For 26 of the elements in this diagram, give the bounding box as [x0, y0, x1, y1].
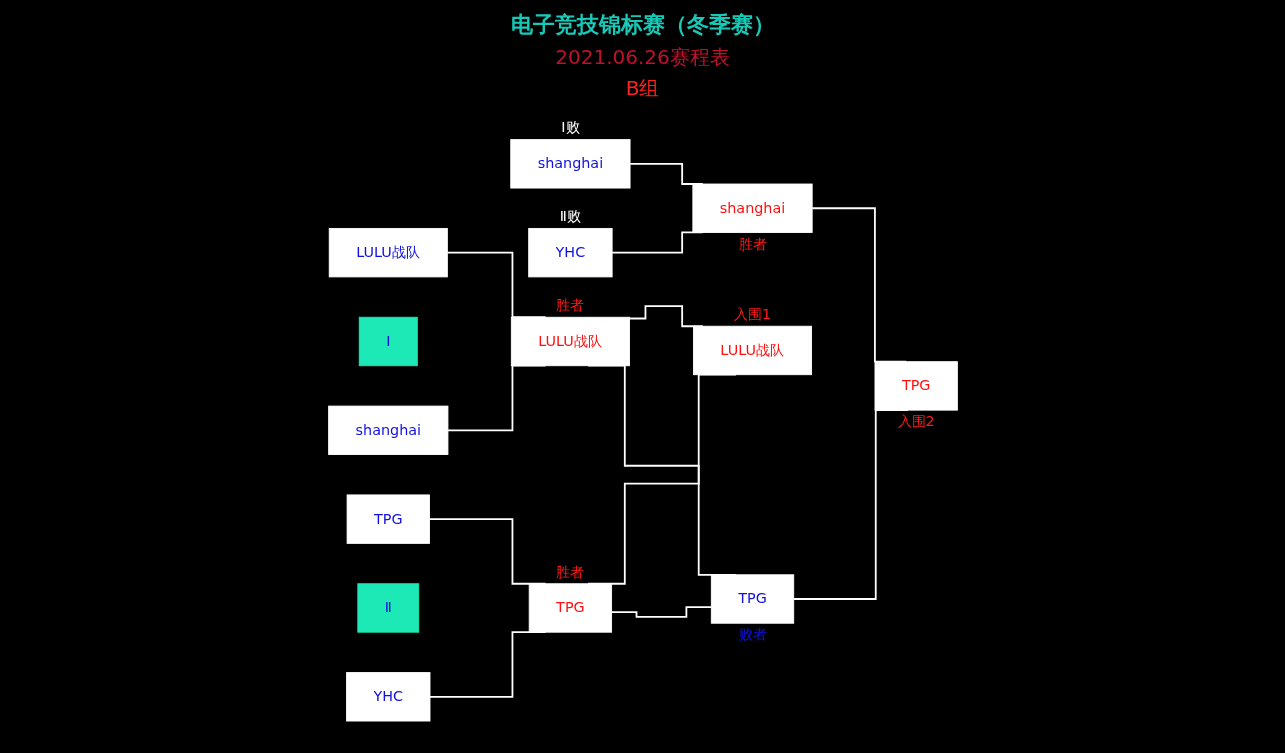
node-caption: 胜者 — [555, 563, 584, 580]
node-box: TPG — [874, 361, 958, 411]
date-heading: 2021.06.26赛程表 — [555, 44, 730, 71]
group-heading: B组 — [625, 75, 660, 102]
node-caption: 入围1 — [733, 306, 771, 323]
node-caption: 入围2 — [897, 413, 935, 430]
title: 电子竞技锦标赛（冬季赛） — [510, 11, 775, 39]
node-box: shanghai — [509, 139, 630, 189]
node-box: shanghai — [327, 405, 448, 455]
node-box: Ⅰ — [358, 316, 418, 367]
node-caption: 胜者 — [555, 297, 584, 314]
node-box: YHC — [527, 228, 613, 278]
node-box: LULU战队 — [328, 228, 448, 278]
node-box: Ⅱ — [356, 583, 419, 633]
connector — [610, 606, 712, 618]
node-box: LULU战队 — [692, 325, 812, 376]
node-caption: 胜者 — [738, 235, 766, 252]
node-caption: Ⅰ败 — [560, 119, 579, 136]
node-box: TPG — [710, 574, 794, 624]
node-box: TPG — [346, 494, 430, 544]
node-box: YHC — [345, 672, 430, 722]
node-box: TPG — [528, 583, 612, 633]
node-caption: 败者 — [738, 626, 766, 643]
node-caption: Ⅱ败 — [559, 208, 581, 225]
node-box: shanghai — [691, 183, 813, 233]
node-box: LULU战队 — [510, 316, 630, 367]
